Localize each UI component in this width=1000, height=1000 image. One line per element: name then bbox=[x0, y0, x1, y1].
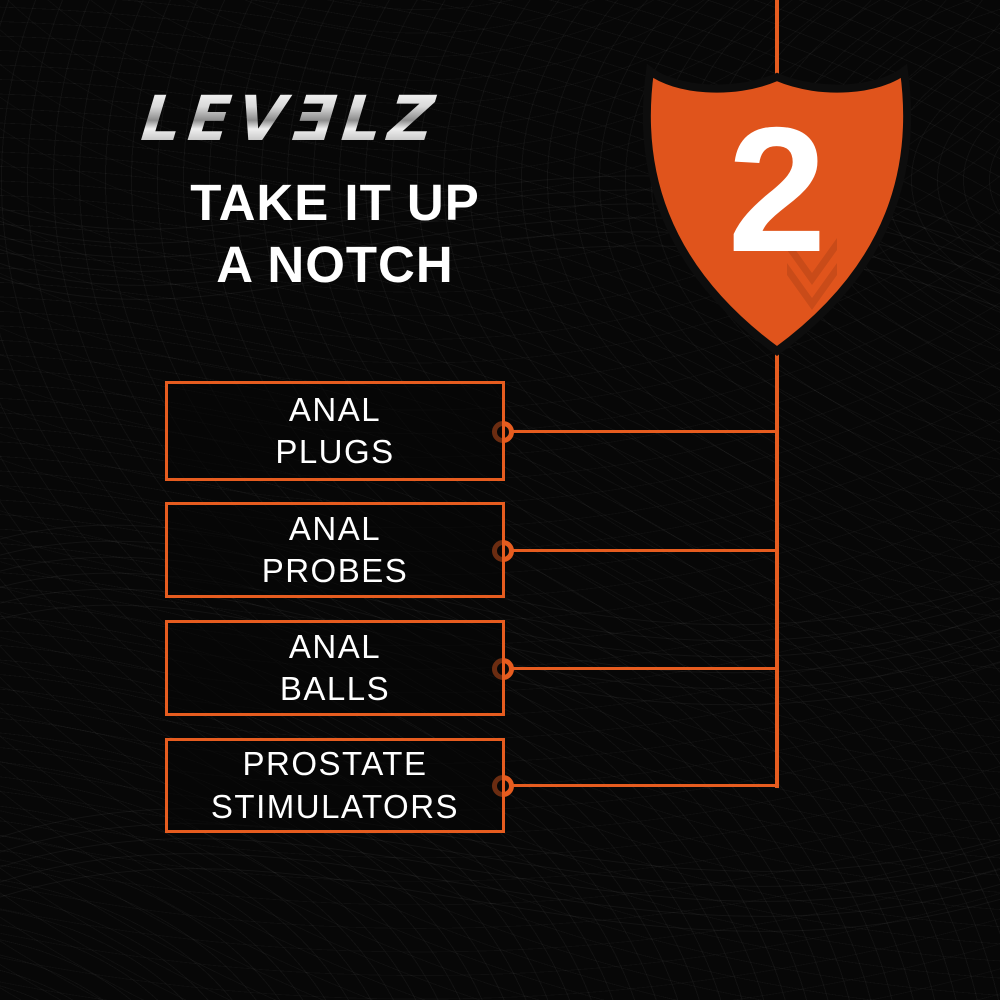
connector-line-4 bbox=[505, 784, 776, 787]
level-number: 2 bbox=[727, 90, 827, 289]
connector-line-3 bbox=[505, 667, 776, 670]
category-box-anal-plugs: ANAL PLUGS bbox=[165, 381, 505, 481]
category-label-line: ANAL bbox=[288, 627, 382, 665]
tagline: TAKE IT UP A NOTCH bbox=[120, 172, 550, 296]
category-label-line: PROSTATE bbox=[242, 745, 428, 783]
connector-line-2 bbox=[505, 549, 776, 552]
category-box-anal-probes: ANAL PROBES bbox=[165, 502, 505, 598]
connector-line-1 bbox=[505, 430, 776, 433]
brand-logo: LEVƎLZ bbox=[138, 82, 546, 155]
category-label-line: STIMULATORS bbox=[210, 787, 460, 825]
category-label-line: BALLS bbox=[279, 670, 391, 707]
timeline-line bbox=[775, 0, 779, 788]
category-label-line: ANAL bbox=[288, 390, 382, 428]
tagline-line-2: A NOTCH bbox=[216, 236, 454, 294]
category-label-line: PLUGS bbox=[275, 433, 395, 470]
category-label-line: ANAL bbox=[288, 509, 382, 547]
category-box-prostate-stimulators: PROSTATE STIMULATORS bbox=[165, 738, 505, 833]
category-box-anal-balls: ANAL BALLS bbox=[165, 620, 505, 716]
tagline-line-1: TAKE IT UP bbox=[190, 174, 480, 231]
category-label-line: PROBES bbox=[261, 552, 409, 589]
